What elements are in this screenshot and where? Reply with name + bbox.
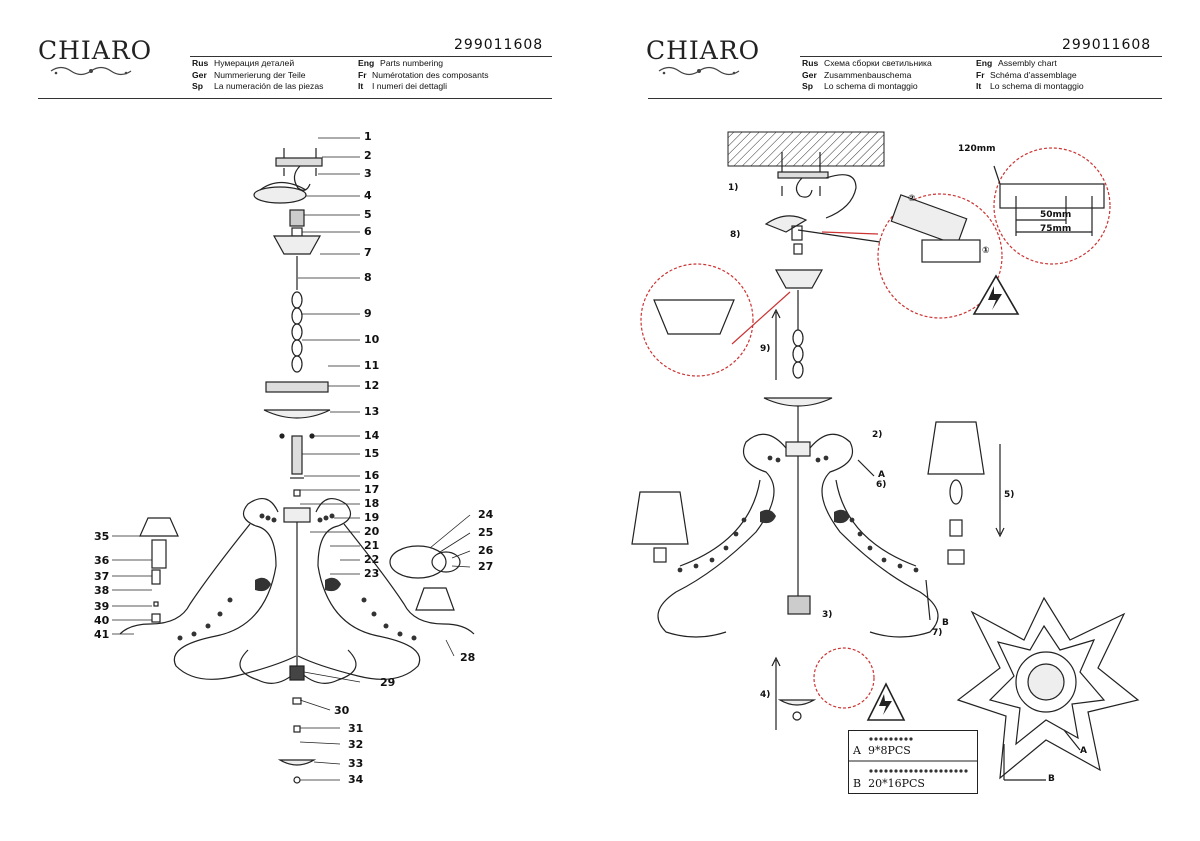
step-label: 9) <box>760 344 771 354</box>
part-number: 33 <box>348 757 364 770</box>
part-number: 8 <box>364 271 372 284</box>
part-number: 22 <box>364 553 380 566</box>
part-number: 14 <box>364 429 380 442</box>
part-number: 25 <box>478 526 494 539</box>
step-label: 4) <box>760 690 771 700</box>
callout-a: A <box>878 470 885 480</box>
part-number: 27 <box>478 560 494 573</box>
part-number: 40 <box>94 614 110 627</box>
part-number: 1 <box>364 130 372 143</box>
callout-a: A <box>1080 746 1087 756</box>
part-number: 41 <box>94 628 110 641</box>
callout-b: B <box>1048 774 1055 784</box>
part-number: 39 <box>94 600 110 613</box>
part-number: 5 <box>364 208 372 221</box>
part-number: 35 <box>94 530 110 543</box>
header-rule-top-left <box>190 56 552 57</box>
part-number: 34 <box>348 773 364 786</box>
dimension-label: 50mm <box>1040 210 1072 220</box>
part-number: 2 <box>364 149 372 162</box>
parts-diagram <box>112 137 475 784</box>
part-number: 12 <box>364 379 380 392</box>
part-number: 21 <box>364 539 380 552</box>
part-number: 31 <box>348 722 364 735</box>
header-rule-bottom-left <box>38 98 552 99</box>
high-voltage-warning-icon <box>972 274 1020 315</box>
dimension-label: 120mm <box>958 144 996 154</box>
part-number: 11 <box>364 359 380 372</box>
step-label: 5) <box>1004 490 1015 500</box>
ornament-icon <box>50 66 132 76</box>
part-number: 19 <box>364 511 380 524</box>
part-number: 7 <box>364 246 372 259</box>
legend-row-a: A 9*8PCS <box>853 744 911 757</box>
detail-marker: ② <box>908 194 916 204</box>
part-number: 3 <box>364 167 372 180</box>
part-number: 37 <box>94 570 110 583</box>
step-label: 7) <box>932 628 943 638</box>
part-number: 28 <box>460 651 476 664</box>
part-number: 9 <box>364 307 372 320</box>
part-number: 18 <box>364 497 380 510</box>
step-label: 8) <box>730 230 741 240</box>
high-voltage-warning-icon <box>866 682 906 721</box>
part-number: 20 <box>364 525 380 538</box>
bead-legend: A 9*8PCS B 20*16PCS <box>848 730 978 794</box>
step-label: 2) <box>872 430 883 440</box>
part-number: 23 <box>364 567 380 580</box>
ornament-icon <box>658 66 740 76</box>
callout-b: B <box>942 618 949 628</box>
part-number: 29 <box>380 676 396 689</box>
part-number: 32 <box>348 738 364 751</box>
brand-logo-left: CHIARO <box>38 36 153 65</box>
brand-logo-right: CHIARO <box>646 36 761 65</box>
part-number: 16 <box>364 469 380 482</box>
part-number: 4 <box>364 189 372 202</box>
step-label: 1) <box>728 183 739 193</box>
part-number: 17 <box>364 483 380 496</box>
product-code-right: 299011608 <box>1062 37 1152 53</box>
part-number: 24 <box>478 508 494 521</box>
header-rule-bottom-right <box>648 98 1162 99</box>
step-label: 3) <box>822 610 833 620</box>
step-label: 6) <box>876 480 887 490</box>
detail-marker: ① <box>982 246 990 256</box>
part-number: 38 <box>94 584 110 597</box>
dimension-label: 75mm <box>1040 224 1072 234</box>
part-number: 26 <box>478 544 494 557</box>
product-code-left: 299011608 <box>454 37 544 53</box>
header-rule-top-right <box>800 56 1162 57</box>
legend-row-b: B 20*16PCS <box>853 777 925 790</box>
part-number: 15 <box>364 447 380 460</box>
part-number: 36 <box>94 554 110 567</box>
part-number: 6 <box>364 225 372 238</box>
part-number: 10 <box>364 333 380 346</box>
part-number: 13 <box>364 405 380 418</box>
part-number: 30 <box>334 704 350 717</box>
